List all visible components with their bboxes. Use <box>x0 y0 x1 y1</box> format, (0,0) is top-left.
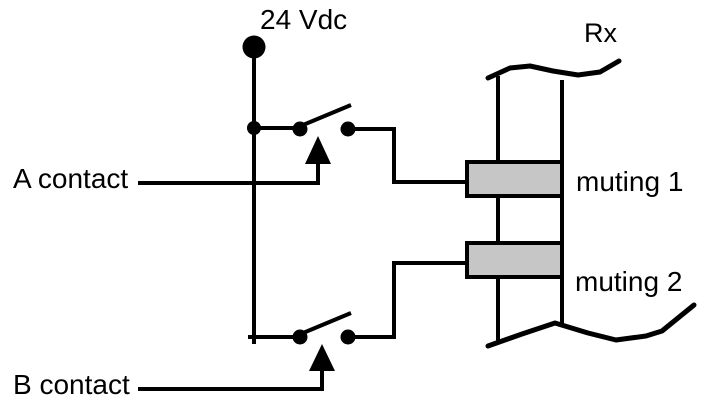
muting2-label: muting 2 <box>575 266 683 297</box>
receiver-label: Rx <box>584 18 617 48</box>
contact-b-line <box>138 368 324 391</box>
switch-b-actuator-arrow <box>309 344 335 371</box>
contact-a-label: A contact <box>13 163 129 194</box>
contact-a-line <box>138 161 320 185</box>
muting1-label: muting 1 <box>576 166 684 197</box>
power-terminal-dot <box>242 35 266 59</box>
wire-switch-b-to-muting2 <box>348 261 470 339</box>
rx-bottom-break-line <box>485 302 697 349</box>
switch-b-right-contact-dot <box>340 329 356 345</box>
muting1-box <box>465 160 564 198</box>
switch-a-actuator-arrow <box>305 136 331 164</box>
switch-a-blade <box>302 103 352 127</box>
wire-switch-a-to-muting1 <box>348 127 470 184</box>
switch-a-junction-dot <box>247 121 261 135</box>
muting2-box <box>465 241 564 279</box>
switch-b-blade <box>302 311 352 335</box>
rx-top-break-line <box>485 58 622 81</box>
contact-b-label: B contact <box>13 369 130 400</box>
power-label: 24 Vdc <box>260 4 348 35</box>
switch-a-right-contact-dot <box>340 121 356 137</box>
